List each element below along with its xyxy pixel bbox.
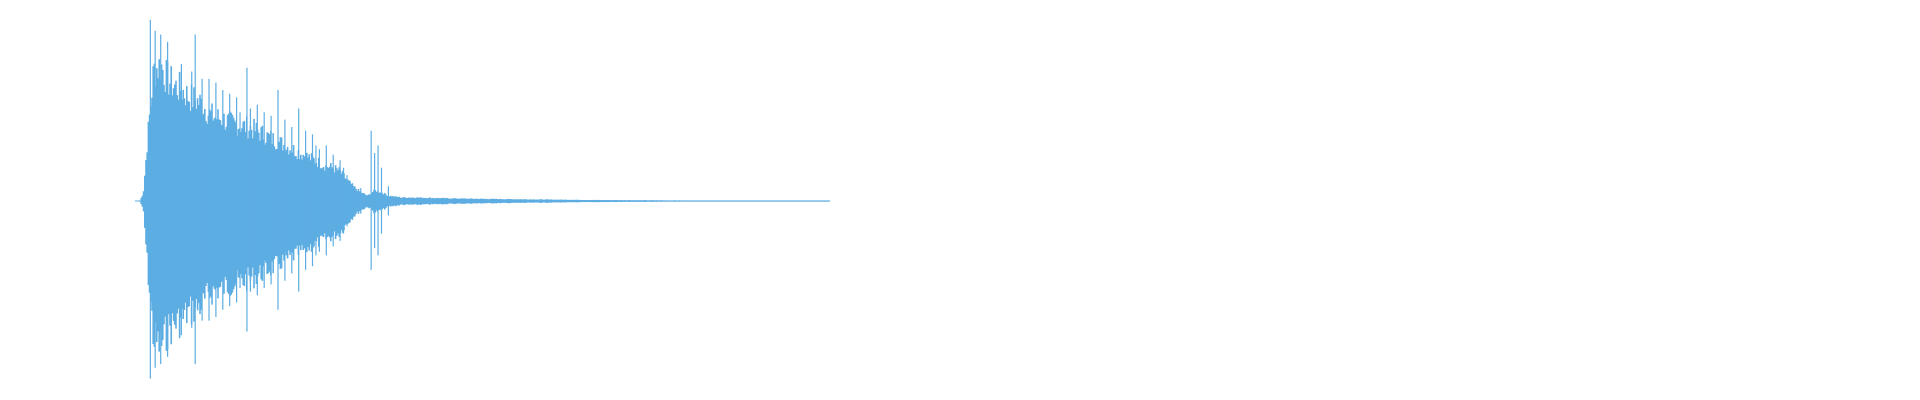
waveform-peaks <box>149 19 389 379</box>
waveform-body <box>139 59 830 352</box>
